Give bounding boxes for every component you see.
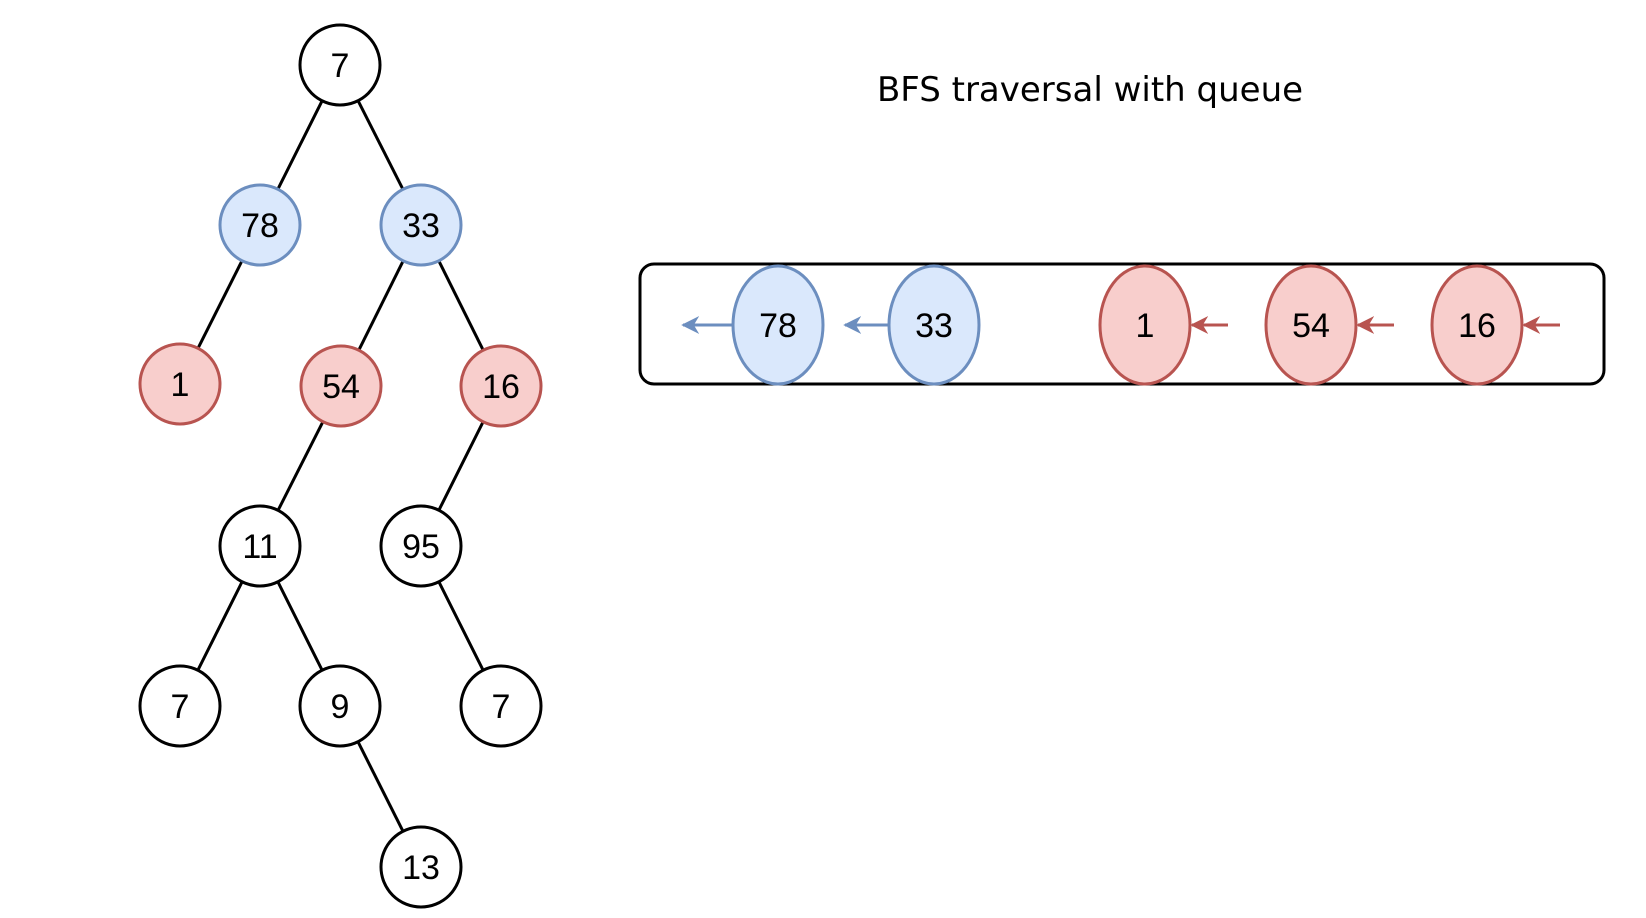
tree-node-label: 54 — [322, 368, 360, 406]
queue-item: 54 — [1264, 264, 1358, 386]
tree-edge — [437, 421, 485, 511]
queue-item: 78 — [731, 264, 825, 386]
tree-node-label: 9 — [331, 688, 350, 726]
tree-node-circle — [379, 825, 463, 909]
tree-node-label: 78 — [241, 207, 279, 245]
tree-node-label: 7 — [492, 688, 511, 726]
queue-item: 1 — [1098, 264, 1192, 386]
queue-item-label: 54 — [1292, 307, 1330, 345]
tree-node-label: 95 — [402, 528, 440, 566]
queue-item: 33 — [887, 264, 981, 386]
tree-node: 13 — [379, 825, 463, 909]
tree-node: 7 — [459, 664, 543, 748]
tree-edge — [357, 260, 405, 351]
queue-items: 78 33 1 54 16 — [731, 264, 1524, 386]
queue-item: 16 — [1430, 264, 1524, 386]
tree-node-circle — [138, 342, 222, 426]
tree-node: 7 — [298, 23, 382, 107]
tree-node: 78 — [218, 183, 302, 267]
tree-edge — [276, 100, 324, 190]
tree-node-label: 7 — [171, 688, 190, 726]
tree-node: 7 — [138, 664, 222, 748]
tree-node-label: 7 — [331, 47, 350, 85]
tree-edge — [437, 260, 485, 351]
tree-edge — [196, 581, 244, 671]
tree-node-label: 33 — [402, 207, 440, 245]
tree-node: 11 — [218, 504, 302, 588]
tree-edge — [356, 741, 405, 832]
tree-node-circle — [299, 344, 383, 428]
tree-edge — [437, 581, 485, 671]
tree-node-circle — [459, 664, 543, 748]
queue-item-ellipse — [1430, 264, 1524, 386]
queue-item-ellipse — [1264, 264, 1358, 386]
tree-node: 9 — [298, 664, 382, 748]
queue-item-ellipse — [731, 264, 825, 386]
tree-node: 16 — [459, 344, 543, 428]
tree-edges — [196, 100, 485, 832]
tree-node-label: 11 — [242, 528, 277, 566]
tree-edge — [276, 421, 325, 511]
queue-item-label: 33 — [915, 307, 953, 345]
tree-node-label: 1 — [171, 366, 190, 404]
queue-item-ellipse — [1098, 264, 1192, 386]
tree-node: 1 — [138, 342, 222, 426]
tree-node-circle — [298, 23, 382, 107]
queue-item-ellipse — [887, 264, 981, 386]
tree-node: 95 — [379, 504, 463, 588]
tree-edge — [356, 100, 405, 190]
tree-nodes: 7 78 33 1 54 16 11 95 7 9 7 13 — [138, 23, 543, 909]
diagram-title: BFS traversal with queue — [877, 70, 1303, 110]
tree-node-label: 16 — [482, 368, 520, 406]
tree-node-circle — [218, 504, 302, 588]
tree-node-circle — [379, 183, 463, 267]
tree-node-label: 13 — [402, 849, 440, 887]
tree-node-circle — [379, 504, 463, 588]
queue-item-label: 16 — [1458, 307, 1496, 345]
tree-node-circle — [459, 344, 543, 428]
tree-node-circle — [138, 664, 222, 748]
queue-item-label: 1 — [1136, 307, 1155, 345]
tree-node-circle — [298, 664, 382, 748]
tree-node: 33 — [379, 183, 463, 267]
queue-item-label: 78 — [759, 307, 797, 345]
tree-node-circle — [218, 183, 302, 267]
tree-edge — [276, 581, 324, 671]
tree-edge — [196, 260, 244, 349]
tree-node: 54 — [299, 344, 383, 428]
